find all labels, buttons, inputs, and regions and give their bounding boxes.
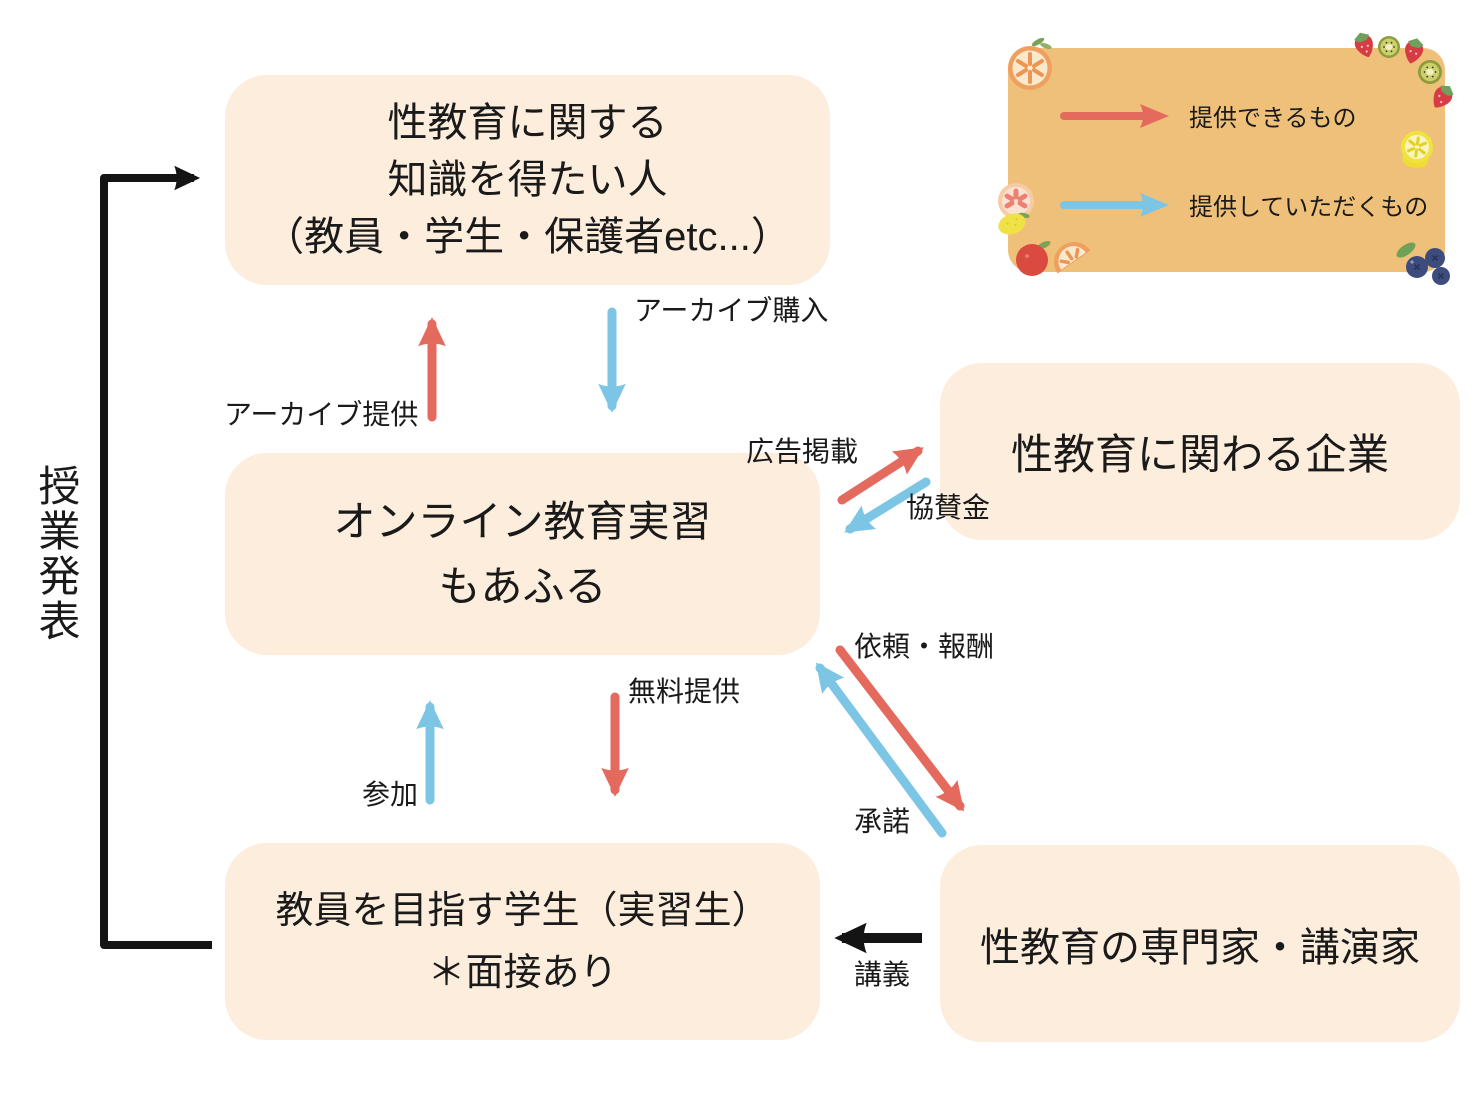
blue-arrow-icon <box>1060 192 1169 217</box>
node-text: オンライン教育実習 <box>333 498 712 545</box>
legend-item-provide: 提供できるもの <box>1008 98 1445 133</box>
node-knowledge-seekers: 性教育に関する 知識を得たい人 （教員・学生・保護者etc...） <box>225 75 830 285</box>
edge-label-consent: 承諾 <box>854 806 911 837</box>
node-text: （教員・学生・保護者etc...） <box>264 214 791 259</box>
arrow-request-reward <box>835 645 965 812</box>
red-arrow-icon <box>1060 103 1169 128</box>
legend-label: 提供していただくもの <box>1189 194 1429 221</box>
node-text: もあふる <box>438 563 607 610</box>
edge-label-archive-purchase: アーカイブ購入 <box>634 295 829 326</box>
legend-label: 提供できるもの <box>1189 105 1357 132</box>
arrow-class-presentation <box>100 165 212 949</box>
node-sex-ed-companies: 性教育に関わる企業 <box>940 363 1460 540</box>
legend: 提供できるもの 提供していただくもの <box>1008 48 1445 272</box>
node-text: 知識を得たい人 <box>387 157 668 202</box>
node-text: 性教育の専門家・講演家 <box>980 925 1420 970</box>
node-text: 教員を目指す学生（実習生） <box>275 889 770 932</box>
node-text: 性教育に関わる企業 <box>1010 431 1389 478</box>
legend-item-receive: 提供していただくもの <box>1008 187 1445 222</box>
edge-label-free-provide: 無料提供 <box>628 676 741 707</box>
node-online-training-moafull: オンライン教育実習 もあふる <box>225 453 820 655</box>
node-teacher-trainee-students: 教員を目指す学生（実習生） ＊面接あり <box>225 843 820 1040</box>
edge-label-participation: 参加 <box>362 779 419 810</box>
node-sex-ed-experts: 性教育の専門家・講演家 <box>940 845 1460 1042</box>
edge-label-request-reward: 依頼・報酬 <box>854 631 995 662</box>
edge-label-class-presentation: 授業発表 <box>33 464 80 644</box>
edge-label-lecture: 講義 <box>854 959 911 990</box>
edge-label-ad-placement: 広告掲載 <box>746 436 859 467</box>
node-text: 性教育に関する <box>387 100 668 145</box>
node-text: ＊面接あり <box>427 951 618 994</box>
edge-label-sponsorship: 協賛金 <box>906 492 991 523</box>
edge-label-archive-provide: アーカイブ提供 <box>224 399 419 430</box>
